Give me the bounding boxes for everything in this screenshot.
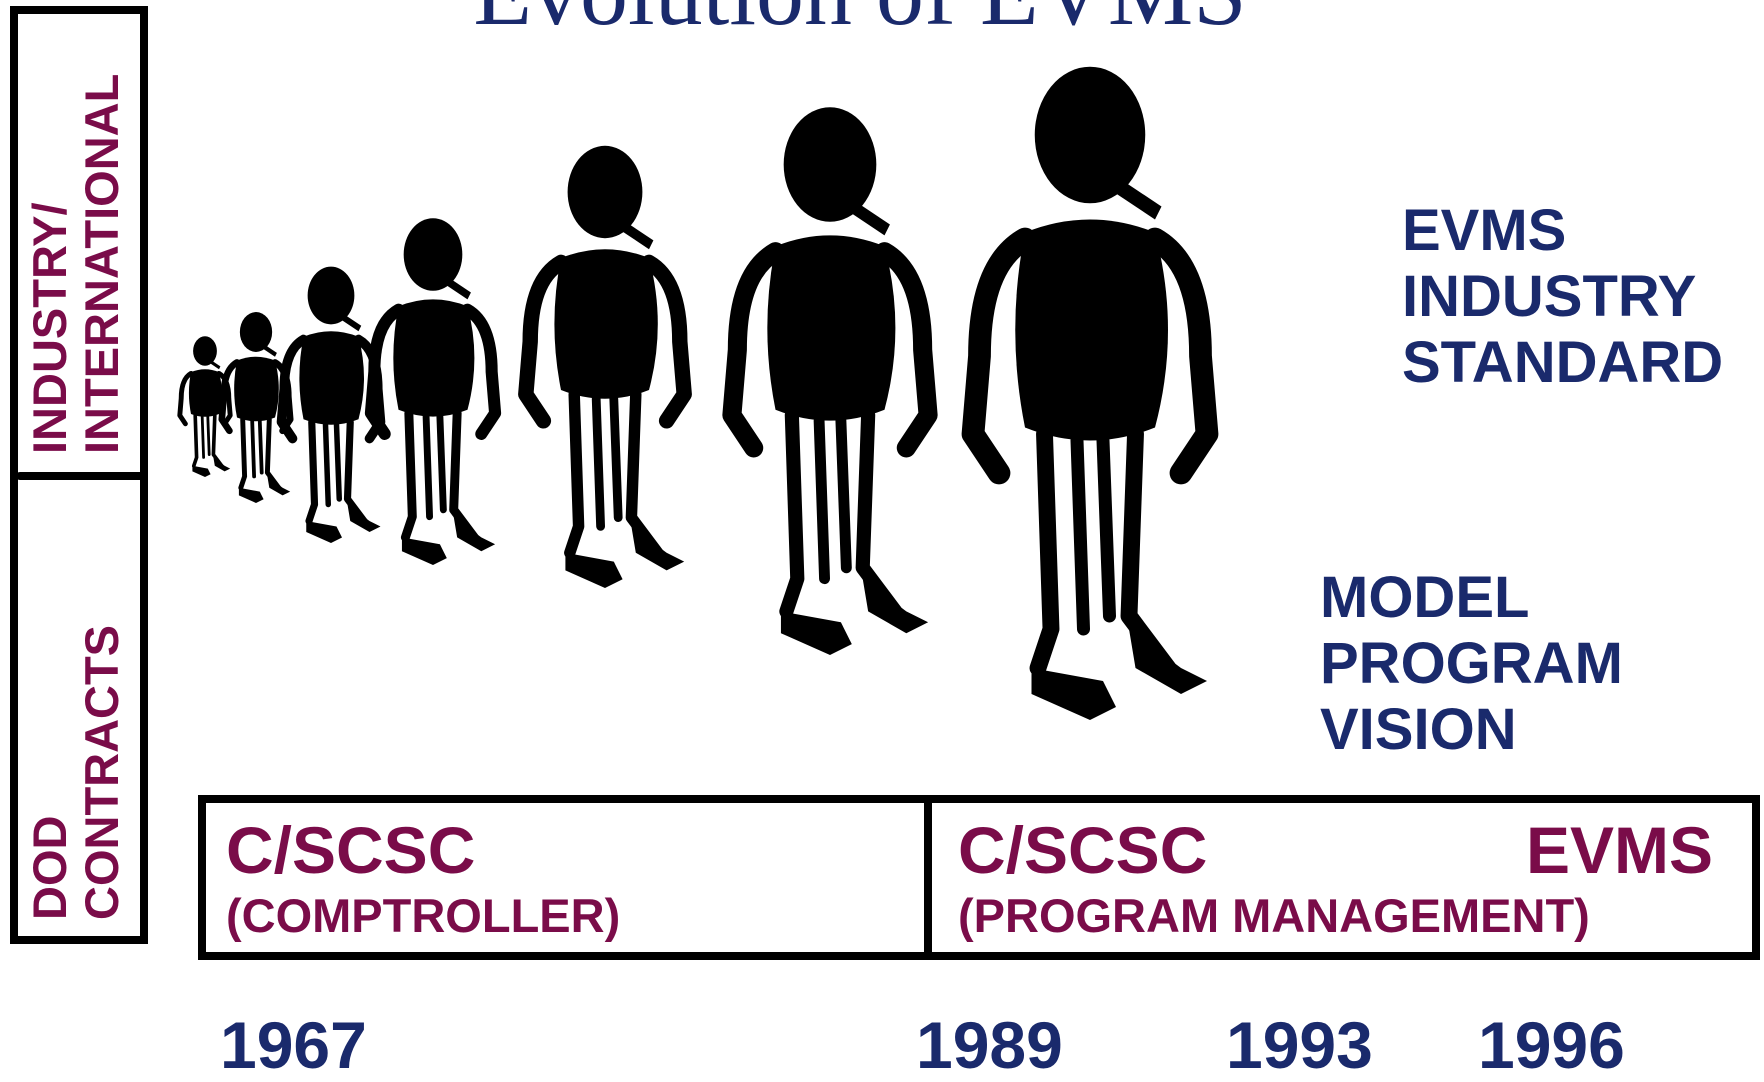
segment-comptroller-subheading: (COMPTROLLER) (226, 890, 620, 942)
model-vision-line2: PROGRAM (1320, 631, 1623, 697)
evms-standard-line2: INDUSTRY (1402, 264, 1723, 330)
segment-comptroller-heading: C/SCSC (226, 815, 475, 885)
segment-program-management-heading: C/SCSC (958, 815, 1207, 885)
figure-5 (526, 146, 684, 588)
model-vision-line1: MODEL (1320, 565, 1623, 631)
evms-standard-line1: EVMS (1402, 198, 1723, 264)
year-1967: 1967 (220, 1010, 367, 1080)
evms-industry-standard-label: EVMS INDUSTRY STANDARD (1402, 198, 1723, 396)
segment-program-management-subheading: (PROGRAM MANAGEMENT) (958, 890, 1590, 942)
year-1996: 1996 (1478, 1010, 1625, 1080)
model-vision-line3: VISION (1320, 697, 1623, 763)
year-1989: 1989 (916, 1010, 1063, 1080)
year-1993: 1993 (1226, 1010, 1373, 1080)
figure-6 (732, 107, 928, 655)
evms-standard-line3: STANDARD (1402, 330, 1723, 396)
figure-4 (371, 218, 495, 565)
segment-evms-heading: EVMS (1526, 815, 1713, 885)
figure-7 (973, 67, 1207, 720)
model-program-vision-label: MODEL PROGRAM VISION (1320, 565, 1623, 763)
timeline-divider (924, 795, 932, 960)
